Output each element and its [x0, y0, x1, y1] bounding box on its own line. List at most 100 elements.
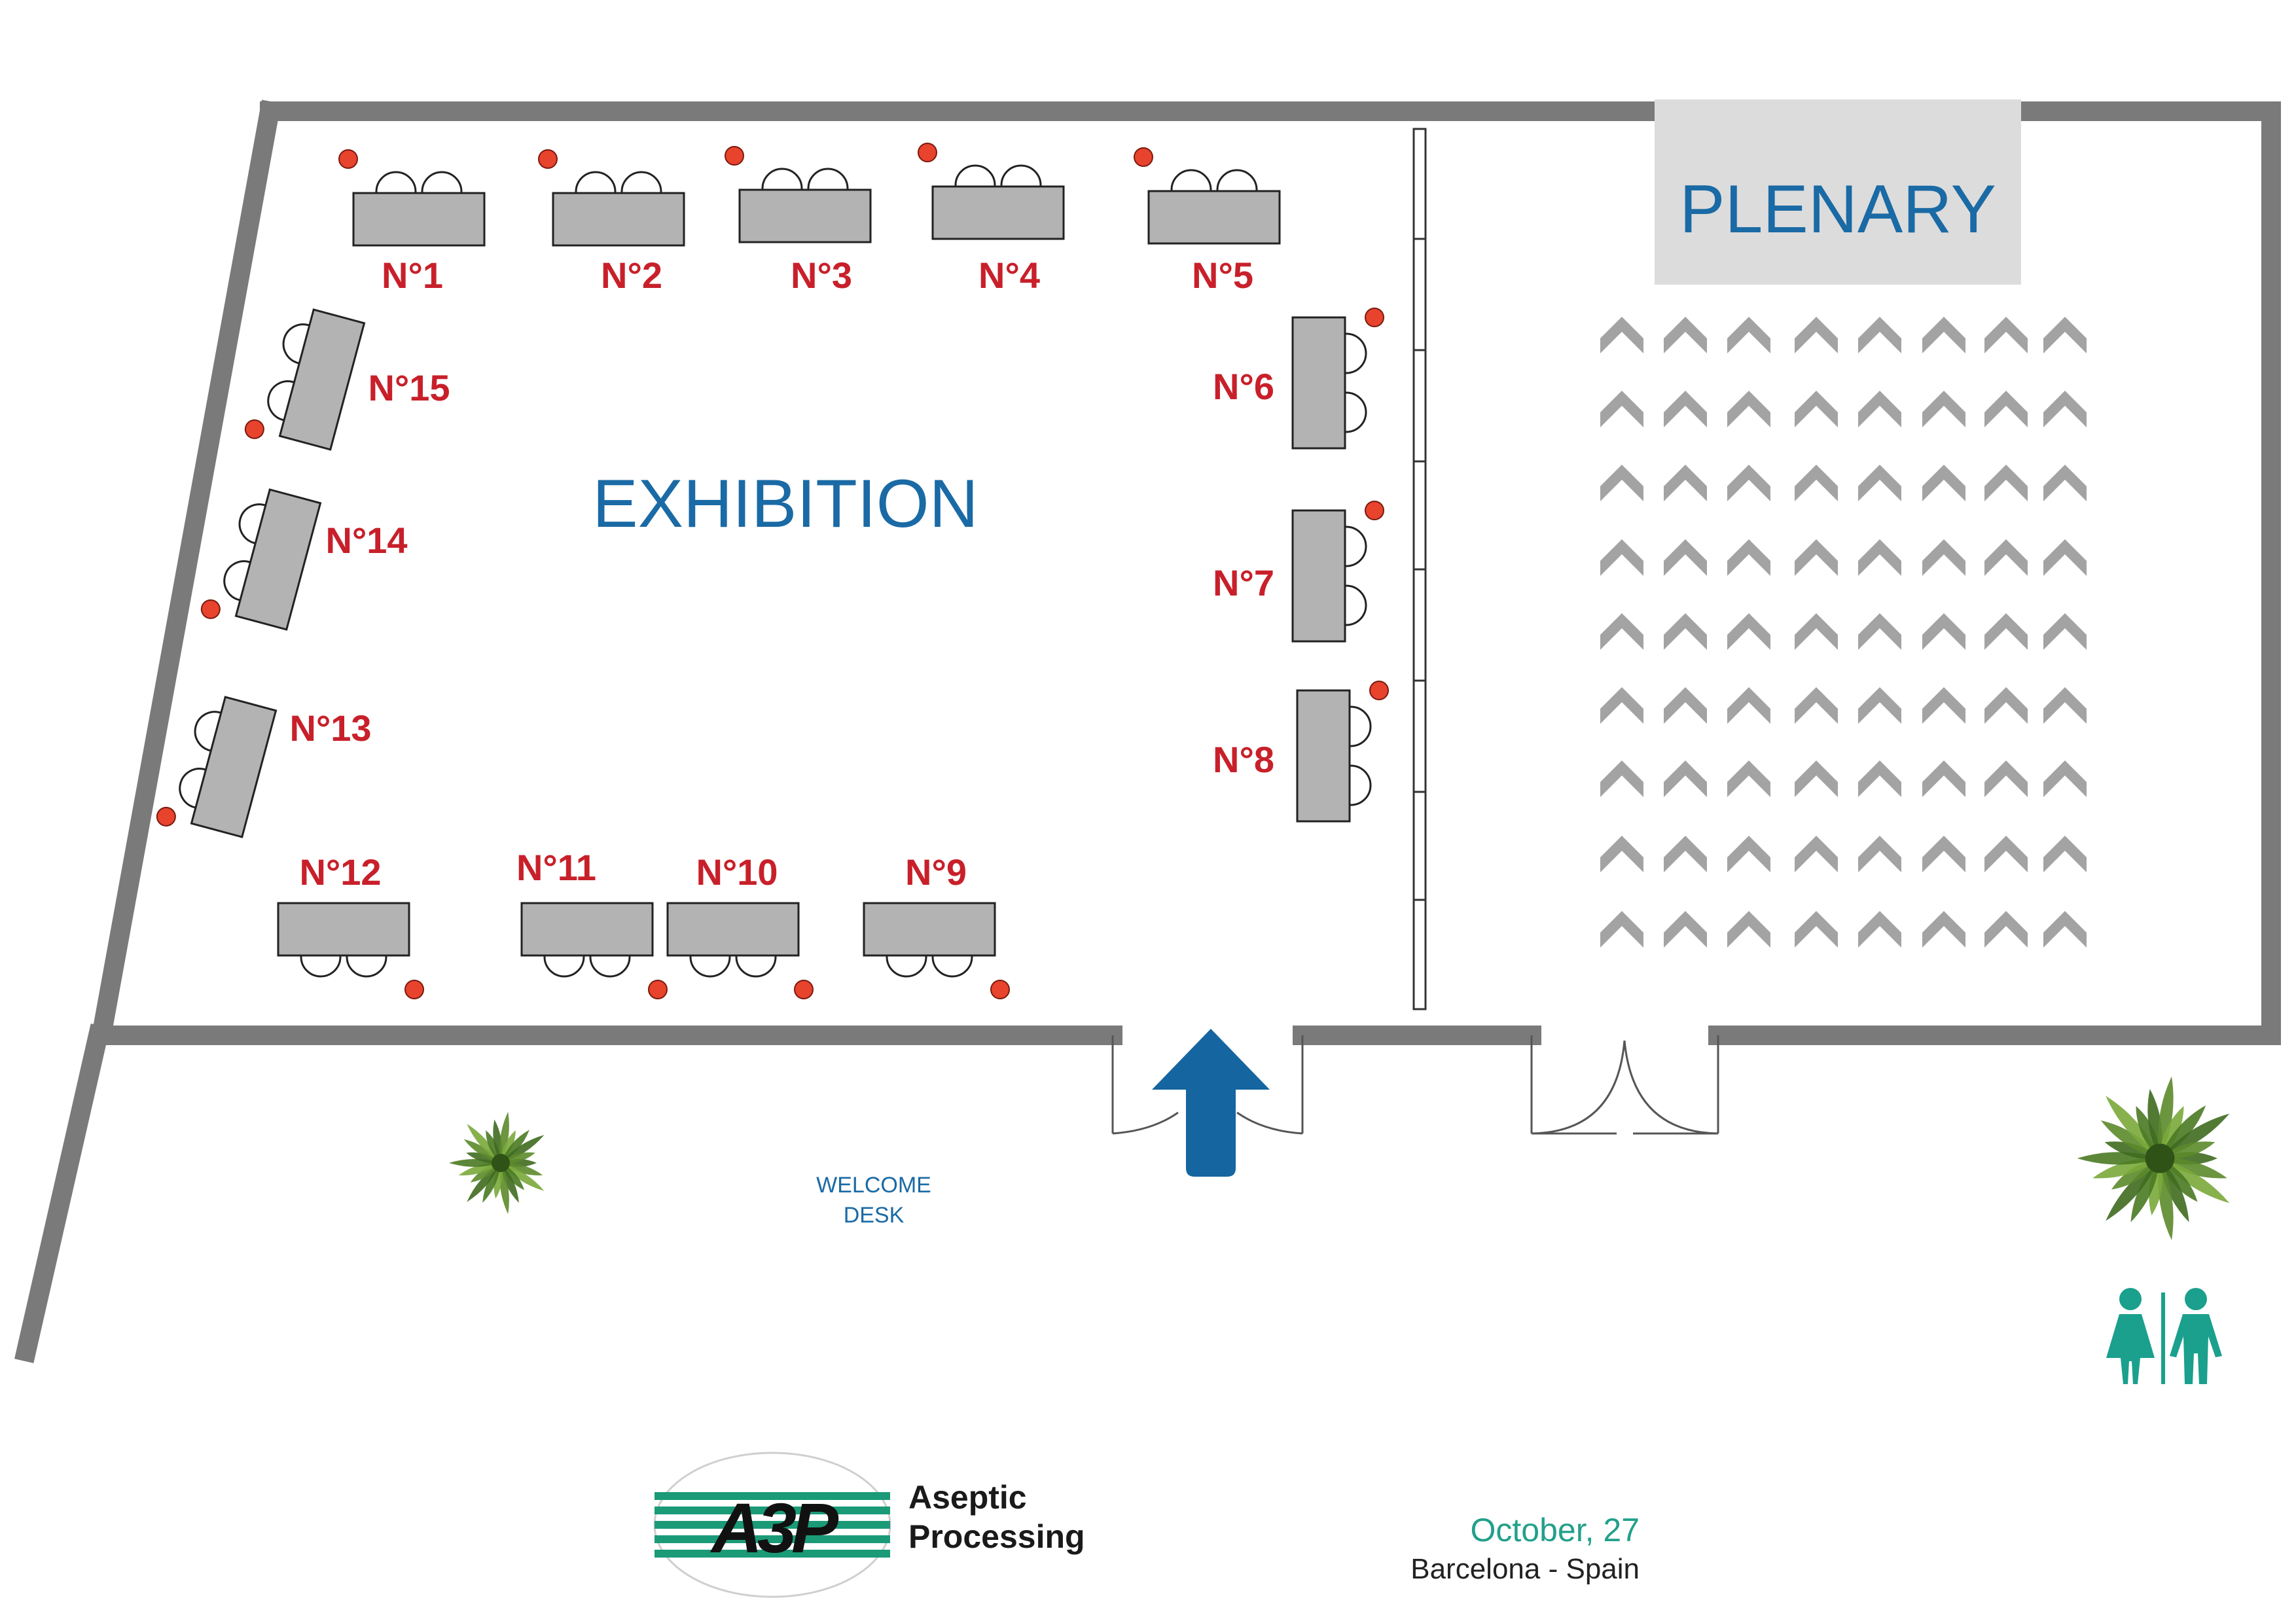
- booth-label-3[interactable]: N°3: [791, 255, 852, 296]
- booth-label-10[interactable]: N°10: [696, 851, 778, 893]
- booth-12[interactable]: [277, 902, 424, 999]
- plenary-seat: [1795, 539, 1838, 576]
- plenary-seat: [1664, 760, 1707, 797]
- event-location: Barcelona - Spain: [1410, 1553, 1640, 1585]
- plenary-seat: [2043, 539, 2087, 576]
- plenary-seat: [1600, 613, 1643, 650]
- booth-6[interactable]: [1291, 308, 1384, 450]
- booth-table: [190, 696, 278, 838]
- plant-frond: [463, 1139, 501, 1163]
- plenary-seat: [1600, 836, 1643, 872]
- booth-table: [1147, 190, 1281, 245]
- staff-dot: [1365, 308, 1384, 327]
- booth-label-1[interactable]: N°1: [382, 255, 443, 296]
- plenary-seat: [1727, 465, 1770, 501]
- booth-label-11[interactable]: N°11: [516, 847, 596, 888]
- plenary-seat: [1984, 317, 2028, 353]
- plant-frond: [2106, 1158, 2160, 1221]
- plenary-seat: [1600, 317, 1643, 353]
- staff-dot: [648, 980, 668, 999]
- plant-frond: [499, 1111, 509, 1163]
- booth-label-12[interactable]: N°12: [299, 851, 381, 893]
- booth-table: [1291, 509, 1346, 643]
- plant-frond: [2092, 1158, 2160, 1179]
- plant-icon: [2077, 1076, 2230, 1241]
- booth-14[interactable]: [200, 480, 322, 638]
- exhibition-label: EXHIBITION: [592, 466, 978, 542]
- partition-wall: [1412, 128, 1427, 1010]
- plenary-seat: [1795, 911, 1838, 948]
- booth-1[interactable]: [338, 149, 486, 247]
- booth-13[interactable]: [155, 688, 278, 846]
- plant-frond: [2160, 1158, 2227, 1179]
- booth-9[interactable]: [863, 902, 1010, 999]
- plant-frond: [2160, 1105, 2206, 1158]
- booth-label-7[interactable]: N°7: [1213, 562, 1274, 603]
- booth-3[interactable]: [725, 146, 872, 243]
- booth-label-13[interactable]: N°13: [289, 707, 371, 749]
- plant-center: [492, 1154, 510, 1172]
- booth-4[interactable]: [918, 143, 1065, 240]
- booth-label-15[interactable]: N°15: [368, 367, 450, 408]
- plenary-seat: [1795, 391, 1838, 427]
- plenary-seat: [1858, 465, 1901, 501]
- booth-15[interactable]: [243, 300, 366, 458]
- booth-table: [278, 308, 366, 451]
- booth-label-9[interactable]: N°9: [905, 851, 967, 893]
- plenary-door[interactable]: [1530, 1035, 1719, 1135]
- plenary-seat: [1727, 613, 1770, 650]
- booth-label-4[interactable]: N°4: [978, 255, 1040, 296]
- welcome-desk-line1: WELCOME: [816, 1173, 931, 1198]
- booth-table: [738, 188, 872, 243]
- plenary-seat: [2043, 613, 2087, 650]
- plenary-seat: [1922, 465, 1965, 501]
- booth-table: [1291, 316, 1346, 450]
- plenary-seat: [1858, 317, 1901, 353]
- plenary-seat: [1922, 760, 1965, 797]
- plenary-seat: [2043, 911, 2087, 948]
- plenary-seat: [2043, 760, 2087, 797]
- booth-label-5[interactable]: N°5: [1192, 255, 1253, 296]
- plenary-seat: [1858, 760, 1901, 797]
- plenary-seat: [1727, 687, 1770, 724]
- plant-frond: [458, 1162, 501, 1176]
- plenary-seat: [1922, 836, 1965, 872]
- plenary-seat: [2043, 317, 2087, 353]
- booth-label-14[interactable]: N°14: [325, 520, 407, 561]
- staff-dot: [990, 980, 1010, 999]
- plenary-seat: [1600, 760, 1643, 797]
- plenary-seat: [1600, 539, 1643, 576]
- booth-label-8[interactable]: N°8: [1213, 739, 1274, 780]
- plenary-seat: [1922, 539, 1965, 576]
- booth-11[interactable]: [520, 902, 668, 999]
- booth-5[interactable]: [1134, 147, 1281, 245]
- booth-table: [552, 192, 685, 247]
- booth-label-2[interactable]: N°2: [601, 255, 662, 296]
- staff-dot: [918, 143, 937, 162]
- booth-8[interactable]: [1296, 681, 1389, 823]
- plenary-seat: [1984, 539, 2028, 576]
- plant-frond: [2158, 1076, 2174, 1158]
- plenary-label: PLENARY: [1679, 171, 1996, 247]
- plenary-seat: [1922, 317, 1965, 353]
- booth-table: [277, 902, 410, 957]
- booth-2[interactable]: [538, 149, 685, 247]
- plenary-seat: [1795, 760, 1838, 797]
- plenary-seating: [1600, 317, 2087, 948]
- booth-table: [352, 192, 486, 247]
- exhibition-entrance-door[interactable]: [1111, 1035, 1304, 1135]
- booth-label-6[interactable]: N°6: [1213, 366, 1274, 407]
- booth-table: [520, 902, 654, 957]
- booth-labels: N°1 N°2 N°3 N°4 N°5 N°6 N°7 N°8 N°9 N°10…: [289, 255, 1274, 893]
- staff-dot: [725, 146, 744, 166]
- plant-frond: [2160, 1158, 2189, 1222]
- booth-7[interactable]: [1291, 501, 1384, 643]
- plant-frond: [501, 1135, 545, 1163]
- plenary-seat: [1858, 391, 1901, 427]
- plant-frond: [2160, 1113, 2230, 1158]
- booth-table: [234, 488, 322, 631]
- booth-10[interactable]: [666, 902, 814, 999]
- plenary-seat: [1922, 687, 1965, 724]
- plant-frond: [501, 1130, 529, 1163]
